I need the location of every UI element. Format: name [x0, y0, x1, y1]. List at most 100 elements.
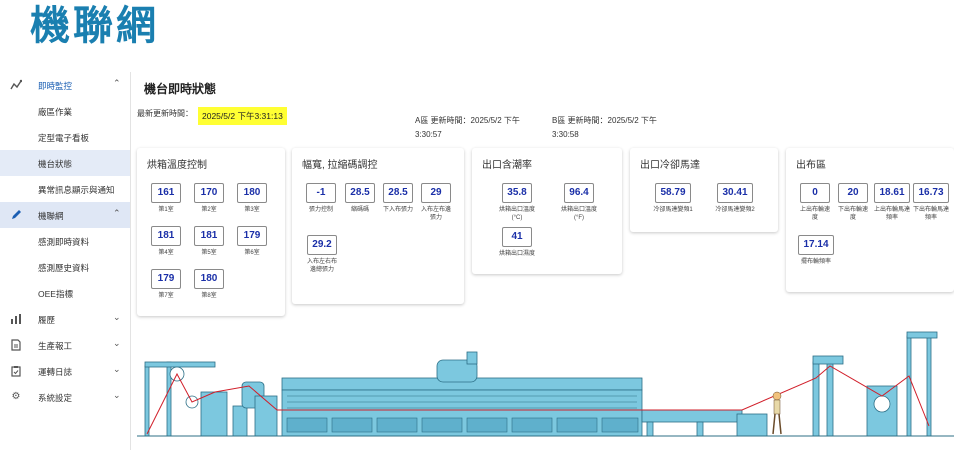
- exit-top-beam: [812, 355, 844, 365]
- metric-cooling-motor-2: 30.41 冷卻馬達變頻2: [714, 182, 756, 214]
- sidebar-group-label: 系統設定: [38, 393, 73, 403]
- metric-value: 180: [194, 269, 224, 289]
- document-icon: [10, 339, 22, 351]
- metric-value: 170: [194, 183, 224, 203]
- metric-label: 張力控制: [308, 207, 333, 213]
- sidebar-group-history[interactable]: 履歷 ⌄: [0, 306, 130, 332]
- sidebar-group-label: 運轉日誌: [38, 367, 73, 377]
- metric-label: 入布左右布邊總張力: [306, 259, 337, 273]
- metric-room-5: 181 第5室: [194, 225, 224, 257]
- sidebar-item-sensor-realtime[interactable]: 感測即時資料: [0, 228, 130, 254]
- area-b-update: B區 更新時間：2025/5/2 下午 3:30:58: [552, 114, 677, 142]
- chevron-up-icon[interactable]: ⌃: [113, 78, 121, 88]
- metric-room-2: 170 第2室: [194, 182, 224, 214]
- sidebar-item-oee[interactable]: OEE指標: [0, 280, 130, 306]
- metric-label: 冷卻馬達變頻2: [715, 207, 755, 213]
- sidebar-item-label: OEE指標: [38, 289, 73, 299]
- sidebar-item-machine-status[interactable]: 機台狀態: [0, 150, 130, 176]
- metric-value: 28.5: [345, 183, 375, 203]
- area-b-update-line2: 3:30:58: [552, 130, 579, 139]
- feed-top-beam: [144, 361, 216, 368]
- oven-compartments: [286, 417, 639, 433]
- operator-desk: [736, 413, 768, 437]
- metric-label: 入布左布邊張力: [420, 207, 451, 221]
- metric-total-edge-tension: 29.2 入布左右布邊總張力: [306, 234, 338, 274]
- metric-label: 第5室: [201, 250, 217, 256]
- sidebar-group-realtime-monitor[interactable]: 即時監控 ⌃: [0, 72, 130, 98]
- plaiter-post-right: [926, 335, 932, 437]
- metric-left-edge-tension: 29 入布左布邊張力: [420, 182, 452, 222]
- metric-value: 29.2: [307, 235, 337, 255]
- metric-label: 第8室: [201, 293, 217, 299]
- sidebar-item-sensor-history[interactable]: 感測歷史資料: [0, 254, 130, 280]
- feed-frame-left: [144, 365, 150, 437]
- sidebar-group-label: 機聯網: [38, 211, 64, 221]
- fabric-path: [146, 365, 930, 435]
- sidebar-group-iot[interactable]: 機聯網 ⌃: [0, 202, 130, 228]
- sidebar-item-label: 機台狀態: [38, 159, 73, 169]
- chevron-down-icon[interactable]: ⌄: [113, 390, 121, 400]
- sidebar-group-operation-log[interactable]: 運轉日誌 ⌄: [0, 358, 130, 384]
- padder-unit: [200, 391, 228, 437]
- batching-roll: [873, 395, 891, 413]
- metric-value: 181: [194, 226, 224, 246]
- metric-room-8: 180 第8室: [194, 268, 224, 300]
- metric-label: 下入布張力: [382, 207, 413, 213]
- sidebar-item-stenter-board[interactable]: 定型電子看板: [0, 124, 130, 150]
- oven-vent-lines: [287, 395, 637, 409]
- brand-title: 機聯網: [30, 3, 159, 49]
- metric-value: 29: [421, 183, 451, 203]
- metric-label: 第7室: [158, 293, 174, 299]
- sidebar-item-label: 感測即時資料: [38, 237, 90, 247]
- card-title: 幅寬, 拉縮碼調控: [302, 160, 378, 171]
- sidebar: 即時監控 ⌃ 廠區作業 定型電子看板 機台狀態 異常訊息顯示與通知 機聯網 ⌃ …: [0, 72, 131, 450]
- sidebar-group-label: 履歷: [38, 315, 56, 325]
- stenter-machine-diagram: [137, 331, 954, 437]
- card-title: 烘箱溫度控制: [147, 160, 207, 171]
- chevron-up-icon[interactable]: ⌃: [113, 208, 121, 218]
- cooling-leg-2: [696, 421, 704, 437]
- metric-label: 第2室: [201, 207, 217, 213]
- chevron-down-icon[interactable]: ⌄: [113, 338, 121, 348]
- metric-value: 179: [151, 269, 181, 289]
- area-b-update-line1: B區 更新時間：2025/5/2 下午: [552, 116, 657, 125]
- chevron-down-icon[interactable]: ⌄: [113, 312, 121, 322]
- plaiter-top: [906, 331, 938, 339]
- metric-label: 縮碼碼: [350, 207, 369, 213]
- metric-value: 30.41: [717, 183, 753, 203]
- metric-value: 181: [151, 226, 181, 246]
- sidebar-item-factory-work[interactable]: 廠區作業: [0, 98, 130, 124]
- sidebar-group-system-settings[interactable]: ⚙ 系統設定 ⌄: [0, 384, 130, 410]
- clipboard-icon: [10, 365, 22, 377]
- sidebar-group-production-report[interactable]: 生產報工 ⌄: [0, 332, 130, 358]
- area-a-update: A區 更新時間：2025/5/2 下午 3:30:57: [415, 114, 540, 142]
- exhaust-stack: [466, 351, 478, 365]
- metric-value: 180: [237, 183, 267, 203]
- metric-value: 96.4: [564, 183, 594, 203]
- last-update-value: 2025/5/2 下午3:31:13: [198, 107, 287, 125]
- exit-frame-left: [812, 361, 820, 437]
- padder-motor: [232, 405, 248, 437]
- sidebar-item-label: 定型電子看板: [38, 133, 90, 143]
- metric-shrink: 28.5 縮碼碼: [344, 182, 376, 214]
- sidebar-item-alarm-notify[interactable]: 異常訊息顯示與通知: [0, 176, 130, 202]
- chevron-down-icon[interactable]: ⌄: [113, 364, 121, 374]
- metric-label: 烘箱出口溫度(°C): [498, 207, 535, 221]
- metric-value: 179: [237, 226, 267, 246]
- metric-value: 17.14: [798, 235, 834, 255]
- metric-room-7: 179 第7室: [151, 268, 181, 300]
- exhaust-fan: [436, 359, 478, 383]
- sidebar-group-label: 即時監控: [38, 81, 73, 91]
